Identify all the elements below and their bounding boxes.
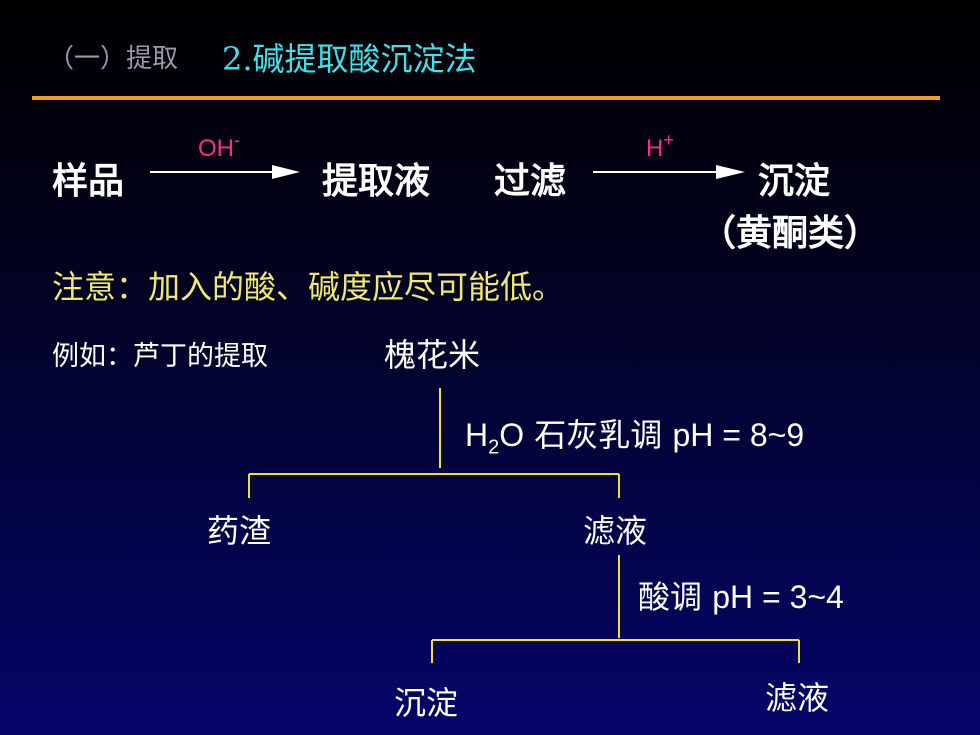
note-text: 注意：加入的酸、碱度应尽可能低。	[52, 268, 565, 306]
step1-water-h: H	[465, 417, 489, 453]
arrow-1	[150, 165, 300, 179]
example-label: 例如：芦丁的提取	[52, 341, 268, 372]
step1-water-sub: 2	[488, 436, 500, 459]
reagent-hydroxide-charge: -	[234, 130, 240, 150]
scheme-extract: 提取液	[322, 160, 431, 202]
step1-conditions: H2O 石灰乳调 pH = 8~9	[465, 410, 804, 459]
arrow-2	[593, 165, 745, 179]
slide-title: 2.碱提取酸沉淀法	[222, 40, 477, 78]
scheme-sample: 样品	[52, 160, 125, 202]
step1-reagent: 石灰乳调	[534, 416, 663, 454]
reagent-hydroxide-base: OH	[198, 135, 234, 162]
scheme-precipitate-note: （黄酮类）	[700, 212, 881, 254]
node-filtrate-1: 滤液	[583, 512, 648, 550]
reagent-proton-charge: +	[663, 130, 674, 150]
step1-ph: pH = 8~9	[672, 417, 805, 453]
step2-ph: pH = 3~4	[712, 579, 844, 615]
step2-conditions: 酸调 pH = 3~4	[638, 572, 844, 618]
scheme-precipitate: 沉淀	[758, 160, 831, 202]
section-prefix: （一）提取	[48, 44, 179, 74]
node-residue: 药渣	[207, 512, 272, 550]
reagent-proton-base: H	[646, 135, 664, 162]
reagent-proton: H+	[646, 130, 674, 163]
raw-material: 槐花米	[384, 336, 481, 374]
node-precipitate: 沉淀	[394, 684, 459, 722]
step1-water-o: O	[499, 417, 525, 453]
step1-water: H2O	[465, 417, 525, 458]
step2-reagent: 酸调	[638, 578, 703, 616]
node-filtrate-2: 滤液	[765, 679, 830, 717]
reagent-hydroxide: OH-	[198, 130, 240, 163]
scheme-filter: 过滤	[494, 160, 567, 202]
title-rule	[32, 96, 940, 100]
